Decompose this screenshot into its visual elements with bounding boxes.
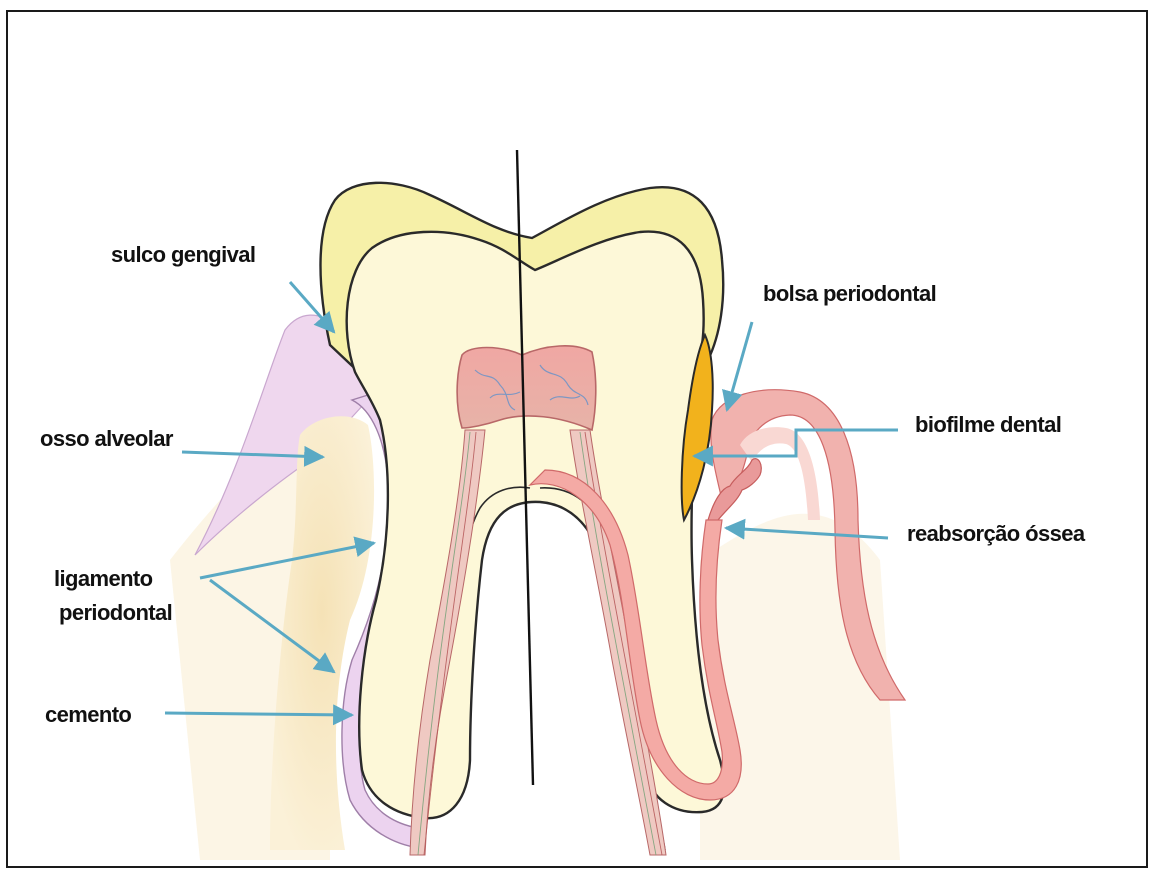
label-reabsorcao-ossea: reabsorção óssea bbox=[907, 521, 1086, 546]
label-biofilme-dental: biofilme dental bbox=[915, 412, 1061, 437]
label-cemento: cemento bbox=[45, 702, 131, 727]
arrow-cemento bbox=[165, 713, 352, 715]
label-osso-alveolar: osso alveolar bbox=[40, 426, 174, 451]
label-ligamento-line1: ligamento bbox=[54, 566, 153, 591]
label-bolsa-periodontal: bolsa periodontal bbox=[763, 281, 936, 306]
label-sulco-gengival: sulco gengival bbox=[111, 242, 255, 267]
label-ligamento-line2: periodontal bbox=[59, 600, 172, 625]
tooth-dentin bbox=[347, 232, 724, 819]
